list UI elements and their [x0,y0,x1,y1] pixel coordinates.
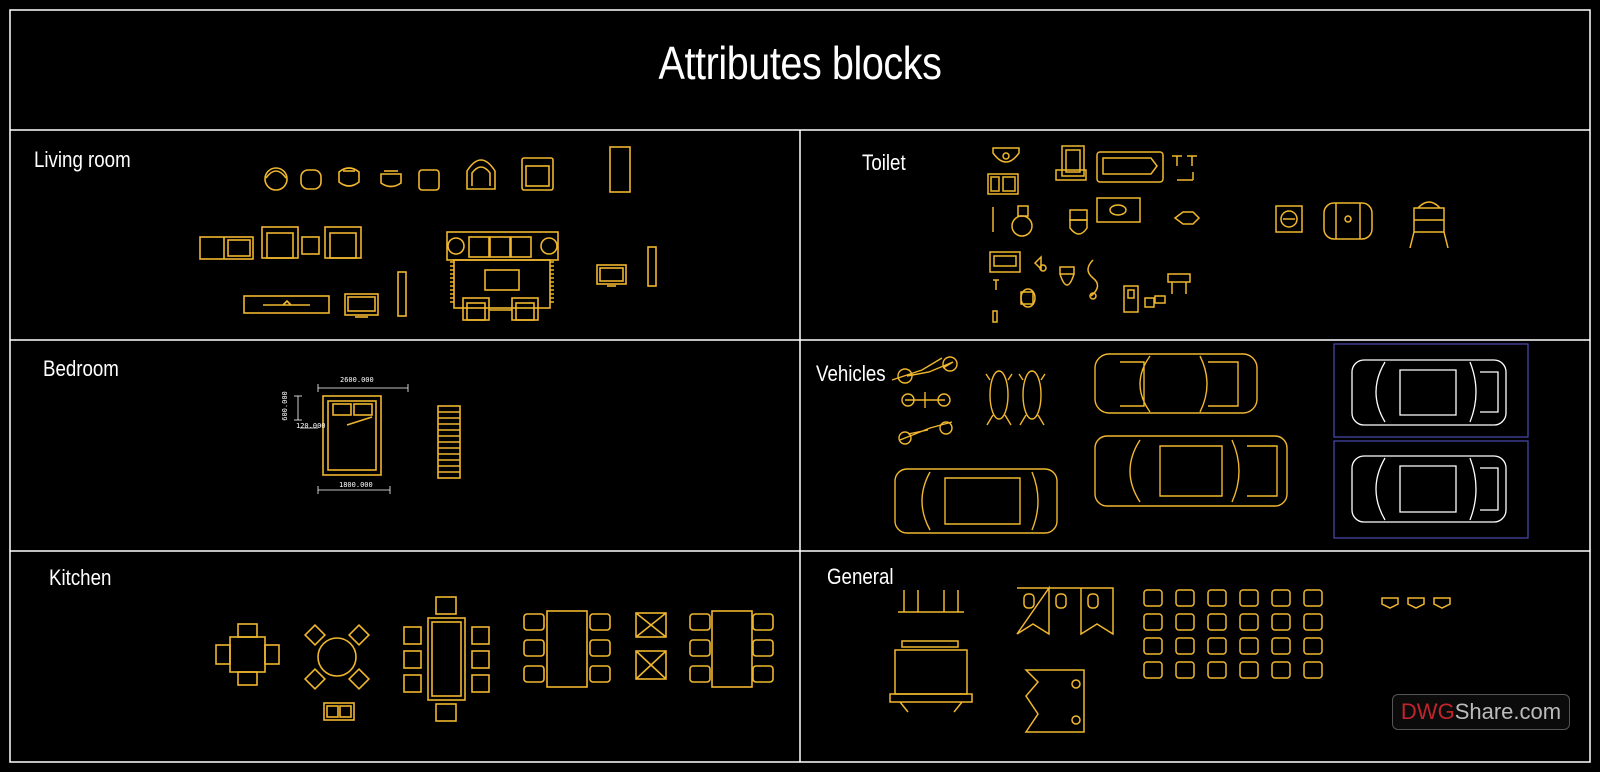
bedroom-blocks [322,395,461,479]
kitchen-blocks [215,596,774,722]
drawing-title: Attributes blocks [658,37,942,89]
section-label-vehicles: Vehicles [816,361,886,386]
bedroom-dimension-lines [294,384,409,494]
vehicle-blocks [891,353,1288,534]
toilet-blocks [987,145,1449,323]
general-blocks [889,585,1451,733]
frame-lines [9,9,1591,763]
section-label-kitchen: Kitchen [49,565,112,590]
dimension-bottom: 1800.000 [339,481,373,489]
watermark-brand-a: DWG [1400,699,1455,724]
watermark-brand-b: Share.com [1454,699,1562,724]
section-label-living-room: Living room [34,147,131,172]
section-label-toilet: Toilet [862,150,906,175]
watermark-logo: DWGShare.com [1392,694,1570,730]
section-label-general: General [827,564,894,589]
living-room-blocks [199,146,657,321]
dimension-top: 2600.000 [340,376,374,384]
vehicle-white-blocks [1333,343,1529,539]
dimension-left-a: 600.000 [280,391,289,421]
dimension-left-b: 120.000 [296,422,326,430]
section-label-bedroom: Bedroom [43,356,119,381]
